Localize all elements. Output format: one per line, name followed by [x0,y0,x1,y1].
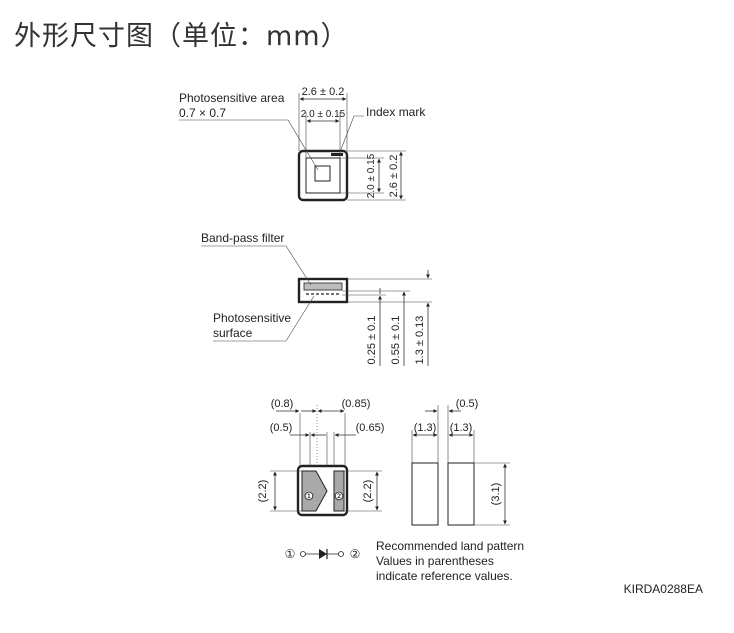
note-line-1: Recommended land pattern [376,539,524,553]
side-view: 0.25 ± 0.1 0.55 ± 0.1 1.3 ± 0.13 Band-pa… [201,231,432,366]
dim-085: (0.85) [342,398,371,410]
bottom-view: ① ② (0.8) (0.85) (0.5) (0.65) (2.2) ( [257,398,385,517]
index-mark [331,153,343,156]
photosensitive-surface-label-2: surface [213,326,253,340]
page-title: 外形尺寸图（单位：mm） [14,21,349,52]
photosensitive-area-label: Photosensitive area [179,91,285,105]
window-outline [305,157,341,194]
dim-13: 1.3 ± 0.13 [414,316,426,365]
photosensitive-area [314,165,331,182]
dim-055: 0.55 ± 0.1 [390,316,402,365]
photosensitive-area-size: 0.7 × 0.7 [179,106,226,120]
dim-05: (0.5) [270,422,293,434]
land-dim-05: (0.5) [456,398,479,410]
diode-symbol [319,549,327,559]
dim-08: (0.8) [271,398,294,410]
pad-1-number: ① [305,492,314,503]
dim-height-inner: 2.0 ± 0.15 [366,153,377,198]
pad-2 [333,470,345,512]
dim-height-outer: 2.6 ± 0.2 [388,155,400,198]
dim-22-right: (2.2) [362,480,374,503]
legend-pin-1: ① [285,547,296,561]
land-pattern-view: (0.5) (1.3) (1.3) (3.1) [411,398,510,526]
pad-1 [301,470,328,512]
land-pad-right [447,462,475,526]
note-line-3: indicate reference values. [376,569,513,583]
note-line-2: Values in parentheses [376,554,494,568]
package-outline-side [297,277,349,304]
dim-025: 0.25 ± 0.1 [366,316,378,365]
pin-legend: ① ② Recommended land pattern Values in p… [285,539,524,583]
band-pass-filter-label: Band-pass filter [201,231,284,245]
legend-pin-2: ② [350,547,361,561]
land-dim-31: (3.1) [490,483,502,506]
drawing-code: KIRDA0288EA [624,582,703,596]
land-dim-13-right: (1.3) [450,422,473,434]
index-mark-label: Index mark [366,105,426,119]
dim-width-outer: 2.6 ± 0.2 [302,86,345,98]
photosensitive-surface-label-1: Photosensitive [213,311,291,325]
dim-22-left: (2.2) [257,480,269,503]
top-view: 2.6 ± 0.2 2.0 ± 0.15 2.0 ± 0.15 2.6 ± 0.… [179,86,426,202]
dim-width-inner: 2.0 ± 0.15 [301,109,346,120]
band-pass-filter [303,282,343,291]
land-pad-left [411,462,439,526]
dim-065: (0.65) [356,422,385,434]
pad-2-number: ② [335,492,344,503]
land-dim-13-left: (1.3) [414,422,437,434]
